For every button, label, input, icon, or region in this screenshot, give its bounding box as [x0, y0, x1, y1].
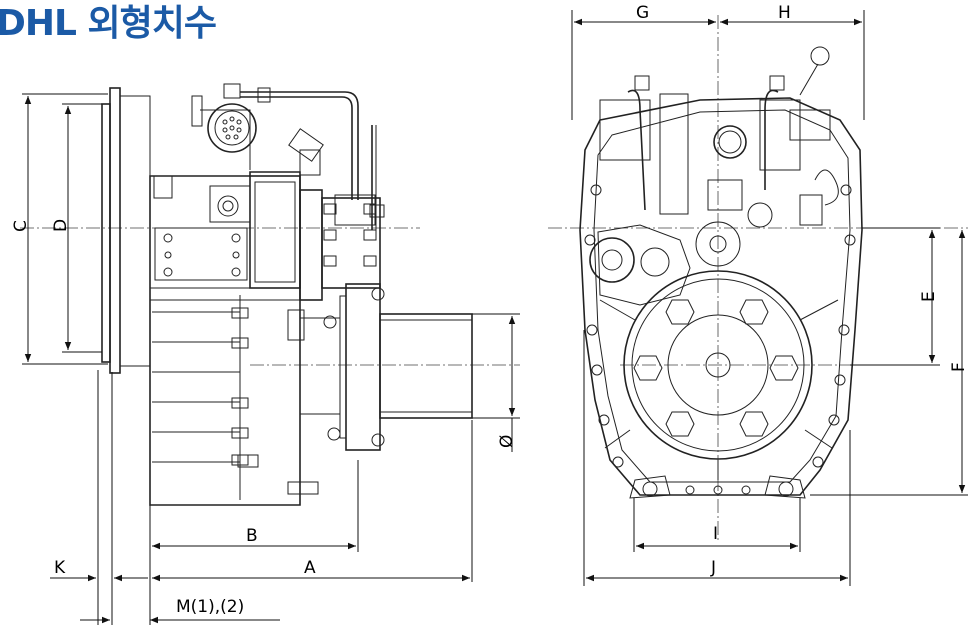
front-view-dimensions: [571, 10, 968, 586]
dim-label-f: F: [949, 362, 968, 372]
dim-label-a: A: [304, 558, 316, 578]
dim-label-phi: Ø: [497, 435, 517, 448]
dim-label-j: J: [710, 558, 716, 578]
dim-label-m: M(1),(2): [176, 597, 244, 617]
page-title: DHL 외형치수: [0, 3, 217, 44]
dim-label-c: C: [11, 220, 31, 232]
dim-label-g: G: [636, 3, 649, 23]
front-view: [548, 15, 968, 540]
dim-label-i: I: [713, 524, 718, 544]
side-view-dimensions: [22, 93, 520, 625]
dim-label-e: E: [919, 291, 939, 302]
dim-label-h: H: [778, 3, 791, 23]
side-view: [20, 83, 520, 510]
dim-label-d: D: [51, 219, 71, 232]
dim-label-k: K: [54, 558, 66, 578]
dim-label-b: B: [246, 526, 258, 546]
